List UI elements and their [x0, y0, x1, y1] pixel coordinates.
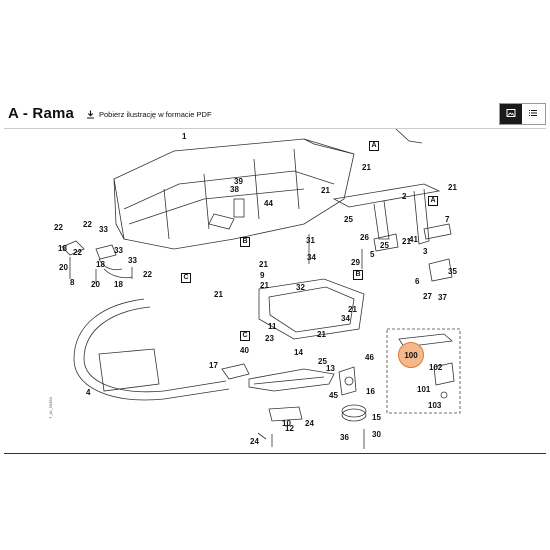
part-label[interactable]: 26	[360, 233, 369, 242]
part-label[interactable]: 37	[438, 293, 447, 302]
part-label[interactable]: 3	[423, 247, 428, 256]
part-label[interactable]: 22	[73, 248, 82, 257]
part-label[interactable]: 4	[86, 388, 91, 397]
list-icon	[528, 105, 538, 123]
part-label[interactable]: 16	[366, 387, 375, 396]
part-label[interactable]: 102	[429, 363, 443, 372]
part-label[interactable]: 10	[282, 419, 291, 428]
part-label[interactable]: 21	[348, 305, 357, 314]
part-label[interactable]: 34	[341, 314, 350, 323]
part-label[interactable]: 11	[268, 322, 277, 331]
part-label[interactable]: 35	[448, 267, 457, 276]
image-code: T_AI_50450	[48, 397, 53, 419]
part-label[interactable]: 21	[321, 186, 330, 195]
part-label[interactable]: 44	[264, 199, 273, 208]
part-label[interactable]: 20	[59, 263, 68, 272]
part-label[interactable]: 12	[285, 424, 294, 433]
part-label[interactable]: 34	[307, 253, 316, 262]
image-icon	[506, 105, 516, 123]
page-header: A - Rama Pobierz ilustrację w formacie P…	[0, 102, 550, 128]
part-label[interactable]: 20	[91, 280, 100, 289]
part-label[interactable]: 36	[340, 433, 349, 442]
part-label[interactable]: 21	[317, 330, 326, 339]
section-marker: B	[240, 237, 250, 247]
part-label[interactable]: 13	[326, 364, 335, 373]
part-label[interactable]: 39	[234, 177, 243, 186]
view-toggle	[499, 103, 546, 125]
part-label[interactable]: 2	[402, 192, 407, 201]
highlighted-part-badge[interactable]: 100	[398, 342, 424, 368]
part-label[interactable]: 23	[265, 334, 274, 343]
part-label[interactable]: 33	[99, 225, 108, 234]
part-label[interactable]: 31	[306, 236, 315, 245]
part-label[interactable]: 21	[259, 260, 268, 269]
part-label[interactable]: 1	[182, 132, 187, 141]
download-pdf-link[interactable]: Pobierz ilustrację w formacie PDF	[86, 110, 212, 119]
part-label[interactable]: 103	[428, 401, 442, 410]
diagram-drawing	[61, 129, 461, 449]
part-label[interactable]: 21	[260, 281, 269, 290]
part-label[interactable]: 46	[365, 353, 374, 362]
download-icon	[86, 110, 95, 119]
part-label[interactable]: 22	[143, 270, 152, 279]
part-label[interactable]: 18	[58, 244, 67, 253]
part-label[interactable]: 17	[209, 361, 218, 370]
part-label[interactable]: 22	[54, 223, 63, 232]
part-label[interactable]: 24	[250, 437, 259, 446]
section-marker: B	[353, 270, 363, 280]
part-label[interactable]: 101	[417, 385, 431, 394]
part-label[interactable]: 30	[372, 430, 381, 439]
part-label[interactable]: 45	[329, 391, 338, 400]
section-marker: A	[428, 196, 438, 206]
part-label[interactable]: 15	[372, 413, 381, 422]
part-label[interactable]: 25	[318, 357, 327, 366]
part-label[interactable]: 21	[362, 163, 371, 172]
part-label[interactable]: 32	[296, 283, 305, 292]
part-label[interactable]: 24	[305, 419, 314, 428]
image-view-button[interactable]	[500, 104, 522, 124]
part-label[interactable]: 25	[344, 215, 353, 224]
part-label[interactable]: 38	[230, 185, 239, 194]
part-label[interactable]: 22	[83, 220, 92, 229]
section-marker: C	[240, 331, 250, 341]
download-label: Pobierz ilustrację w formacie PDF	[99, 110, 212, 119]
part-label[interactable]: 29	[351, 258, 360, 267]
part-label[interactable]: 33	[128, 256, 137, 265]
list-view-button[interactable]	[522, 104, 544, 124]
part-label[interactable]: 33	[114, 246, 123, 255]
part-label[interactable]: 6	[415, 277, 420, 286]
part-label[interactable]: 18	[96, 260, 105, 269]
part-label[interactable]: 8	[70, 278, 75, 287]
part-label[interactable]: 25	[380, 241, 389, 250]
part-label[interactable]: 5	[370, 250, 375, 259]
part-label[interactable]: 14	[294, 348, 303, 357]
section-marker: C	[181, 273, 191, 283]
section-marker: A	[369, 141, 379, 151]
part-label[interactable]: 21	[214, 290, 223, 299]
part-label[interactable]: 18	[114, 280, 123, 289]
part-label[interactable]: 9	[260, 271, 265, 280]
part-label[interactable]: 21	[448, 183, 457, 192]
part-label[interactable]: 40	[240, 346, 249, 355]
page-title: A - Rama	[8, 105, 75, 122]
parts-diagram[interactable]: 1 2 3 4 5 6 7 8 9 10 11 12 13 14 15 16 1…	[4, 128, 546, 454]
part-label[interactable]: 41	[409, 235, 418, 244]
part-label[interactable]: 21	[402, 237, 411, 246]
part-label[interactable]: 7	[445, 215, 450, 224]
part-label[interactable]: 27	[423, 292, 432, 301]
